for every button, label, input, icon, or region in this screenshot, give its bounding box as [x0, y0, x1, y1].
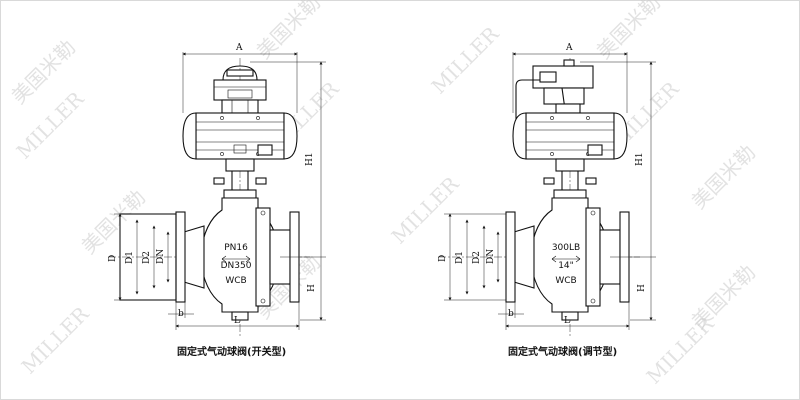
- dim-label-D1: D1: [125, 251, 135, 264]
- dim-label-A: A: [565, 43, 573, 53]
- caption-right: 固定式气动球阀(调节型): [508, 347, 618, 358]
- dim-label-D2: D2: [142, 251, 152, 264]
- dim-label-b: b: [508, 309, 514, 319]
- dim-label-A: A: [235, 43, 243, 53]
- dimension-H1: H1 H: [580, 61, 656, 321]
- dim-label-DN: DN: [156, 249, 166, 264]
- dim-label-b: b: [178, 309, 184, 319]
- limit-switch-box: [213, 65, 267, 114]
- body-marking-pressure: PN16: [224, 243, 248, 253]
- dimension-b-L: b L: [498, 302, 630, 330]
- dim-label-D2: D2: [472, 251, 482, 264]
- dim-label-D: D: [438, 255, 448, 262]
- dim-label-L: L: [234, 316, 240, 326]
- valve-positioner: [515, 59, 594, 146]
- watermark-en: MILLER: [642, 311, 719, 388]
- body-marking-material: WCB: [225, 276, 246, 286]
- dim-label-D1: D1: [455, 251, 465, 264]
- dim-label-H1: H1: [635, 152, 645, 166]
- dim-label-DN: DN: [486, 249, 496, 264]
- dim-label-H: H: [307, 284, 317, 292]
- watermark-en: MILLER: [387, 171, 464, 248]
- caption-left: 固定式气动球阀(开关型): [177, 347, 287, 358]
- pneumatic-actuator: [182, 112, 298, 160]
- dimension-diameters: D D1 D2 DN: [438, 213, 506, 301]
- dim-label-L: L: [564, 316, 570, 326]
- watermark-en: MILLER: [427, 21, 504, 98]
- mounting-bracket: [213, 158, 267, 199]
- dim-label-H: H: [637, 284, 647, 292]
- dimension-b-L: b L: [168, 302, 300, 330]
- watermark-cn: 美国米勒: [687, 140, 761, 214]
- body-marking-pressure: 300LB: [552, 243, 580, 253]
- watermark: 美国米勒 MILLER 美国米勒 MILLER 美国米勒 MILLER 美国米勒…: [7, 0, 761, 389]
- watermark-en: MILLER: [17, 301, 94, 378]
- watermark-cn: 美国米勒: [77, 185, 151, 259]
- dim-label-D: D: [108, 255, 118, 262]
- dimension-H1: H1 H: [250, 61, 326, 321]
- body-marking-size: 14": [558, 261, 574, 271]
- body-marking-size: DN350: [221, 261, 252, 271]
- valve-right: 300LB 14" WCB A H1 H D: [438, 43, 656, 338]
- dimension-diameters: D D1 D2 DN: [108, 213, 176, 301]
- valve-left: PN16 DN350 WCB A H1 H: [108, 43, 326, 338]
- body-marking-material: WCB: [555, 276, 576, 286]
- pneumatic-actuator: [512, 112, 628, 160]
- dim-label-H1: H1: [305, 152, 315, 166]
- mounting-bracket: [543, 158, 597, 199]
